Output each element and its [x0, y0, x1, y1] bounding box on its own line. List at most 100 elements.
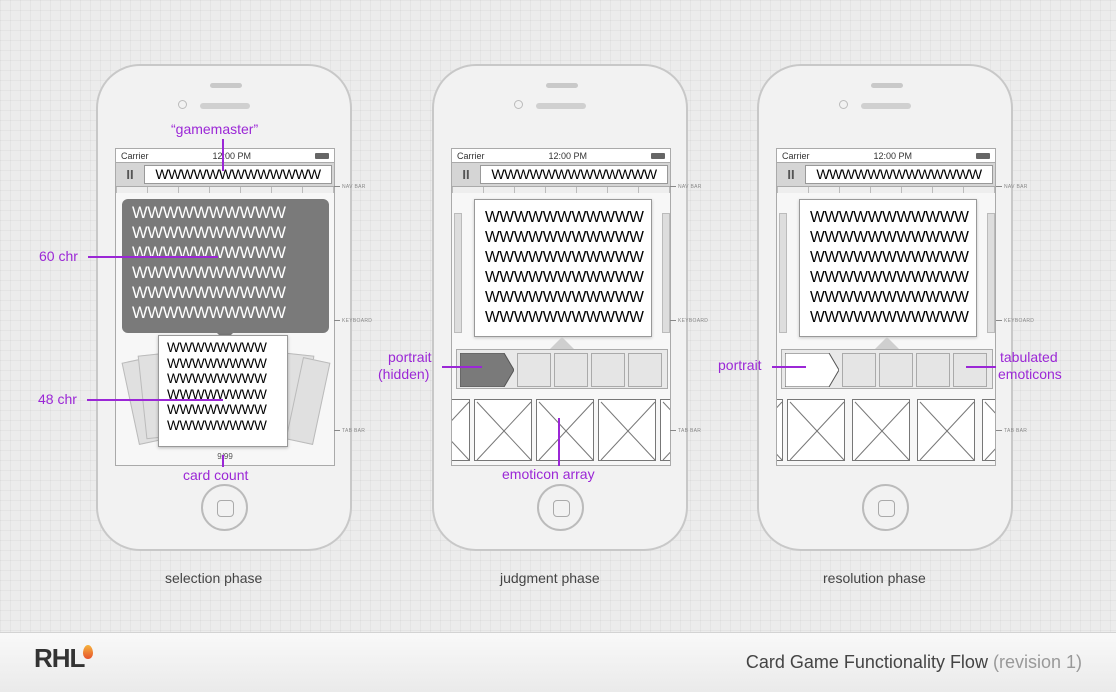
- home-button-icon[interactable]: [537, 484, 584, 531]
- time-label: 12:00 PM: [212, 150, 252, 161]
- pause-icon[interactable]: II: [462, 167, 470, 182]
- leader-line: [88, 256, 218, 258]
- emoticon-cell[interactable]: [787, 399, 845, 461]
- leader-line: [966, 366, 996, 368]
- judged-card[interactable]: WWWWWWWWWWW WWWWWWWWWWW WWWWWWWWWWW WWWW…: [474, 199, 652, 337]
- card-line: WWWWWWWWWW: [132, 284, 286, 302]
- card-line: WWWWWWWWWWW: [485, 289, 644, 306]
- annotation-tabulated-sub: emoticons: [998, 366, 1062, 382]
- card-line: WWWWWWWWWWW: [810, 269, 969, 286]
- screen-selection: Carrier 12:00 PM II WWWWWWWWWWWWW WWWWWW…: [115, 148, 335, 466]
- emoticon-cell[interactable]: [452, 399, 470, 461]
- flame-icon: [83, 645, 93, 659]
- earpiece: [861, 103, 911, 109]
- side-label-keyboard: KEYBOARD: [670, 318, 708, 324]
- earpiece: [200, 103, 250, 109]
- emoticon-cell[interactable]: [660, 399, 670, 461]
- footer-title: Card Game Functionality Flow (revision 1…: [746, 652, 1082, 673]
- status-bar: Carrier 12:00 PM: [777, 149, 995, 163]
- portrait-revealed[interactable]: [785, 353, 839, 387]
- time-label: 12:00 PM: [873, 150, 913, 161]
- card-line: WWWWWWWW: [167, 386, 267, 402]
- tabulated-emoticon: [879, 353, 913, 387]
- side-label-nav-bar: NAV BAR: [670, 184, 702, 190]
- card-pointer: [875, 337, 899, 349]
- scroll-rail: [662, 213, 670, 333]
- footer-bar: RHL Card Game Functionality Flow (revisi…: [0, 632, 1116, 692]
- leader-line: [772, 366, 806, 368]
- emoticon-slot[interactable]: [554, 353, 588, 387]
- pause-icon[interactable]: II: [787, 167, 795, 182]
- annotation-portrait-hidden-sub: (hidden): [378, 366, 430, 382]
- battery-icon: [975, 152, 990, 159]
- answer-card[interactable]: WWWWWWWW WWWWWWWW WWWWWWWW WWWWWWWW WWWW…: [158, 335, 288, 447]
- winning-card[interactable]: WWWWWWWWWWW WWWWWWWWWWW WWWWWWWWWWW WWWW…: [799, 199, 977, 337]
- card-line: WWWWWWWWWW: [132, 204, 286, 222]
- leader-line: [558, 418, 560, 466]
- annotation-portrait: portrait: [718, 357, 762, 373]
- annotation-portrait-hidden: portrait: [388, 349, 432, 365]
- status-bar: Carrier 12:00 PM: [452, 149, 670, 163]
- emoticon-slot[interactable]: [517, 353, 551, 387]
- card-line: WWWWWWWWWW: [132, 304, 286, 322]
- logo: RHL: [34, 643, 85, 673]
- speaker-grille: [210, 83, 242, 88]
- gamemaster-title: WWWWWWWWWWWWW: [480, 165, 668, 184]
- card-line: WWWWWWWWWW: [132, 264, 286, 282]
- card-line: WWWWWWWWWWW: [810, 309, 969, 326]
- screen-resolution: Carrier 12:00 PM II WWWWWWWWWWWWW WWWWWW…: [776, 148, 996, 466]
- card-line: WWWWWWWWWWW: [810, 229, 969, 246]
- emoticon-cell[interactable]: [474, 399, 532, 461]
- tabulated-emoticon: [953, 353, 987, 387]
- home-button-icon[interactable]: [862, 484, 909, 531]
- phone-judgment: Carrier 12:00 PM II WWWWWWWWWWWWW WWWWWW…: [432, 64, 688, 551]
- phone-selection: Carrier 12:00 PM II WWWWWWWWWWWWW WWWWWW…: [96, 64, 352, 551]
- card-line: WWWWWWWWWWW: [810, 289, 969, 306]
- gamemaster-title: WWWWWWWWWWWWW: [805, 165, 993, 184]
- card-line: WWWWWWWWWWW: [485, 209, 644, 226]
- speaker-grille: [871, 83, 903, 88]
- emoticon-cell[interactable]: [536, 399, 594, 461]
- side-label-tab-bar: TAB BAR: [334, 428, 365, 434]
- carrier-label: Carrier: [782, 150, 810, 161]
- earpiece: [536, 103, 586, 109]
- emoticon-cell[interactable]: [852, 399, 910, 461]
- annotation-60-chr: 60 chr: [39, 248, 78, 264]
- pause-icon[interactable]: II: [126, 167, 134, 182]
- caption-selection-phase: selection phase: [165, 570, 263, 586]
- emoticon-cell[interactable]: [982, 399, 995, 461]
- ruler: [452, 187, 670, 193]
- card-line: WWWWWWWW: [167, 402, 267, 417]
- home-button-icon[interactable]: [201, 484, 248, 531]
- carrier-label: Carrier: [121, 150, 149, 161]
- side-label-tab-bar: TAB BAR: [996, 428, 1027, 434]
- card-line: WWWWWWWW: [167, 355, 267, 371]
- leader-line: [87, 399, 223, 401]
- ruler: [116, 187, 334, 193]
- battery-icon: [650, 152, 665, 159]
- question-card: WWWWWWWWWW WWWWWWWWWW WWWWWWWWWW WWWWWWW…: [122, 199, 329, 341]
- card-pointer: [550, 337, 574, 349]
- card-line: WWWWWWWWWWW: [810, 209, 969, 226]
- card-line: WWWWWWWWWWW: [485, 309, 644, 326]
- scroll-rail: [454, 213, 462, 333]
- camera: [178, 100, 187, 109]
- carrier-label: Carrier: [457, 150, 485, 161]
- card-line: WWWWWWWW: [167, 371, 267, 386]
- portrait-hidden[interactable]: [460, 353, 514, 387]
- ruler: [777, 187, 995, 193]
- side-label-keyboard: KEYBOARD: [996, 318, 1034, 324]
- card-count-label: 9/99: [217, 452, 233, 461]
- phone-resolution: Carrier 12:00 PM II WWWWWWWWWWWWW WWWWWW…: [757, 64, 1013, 551]
- emoticon-slot[interactable]: [628, 353, 662, 387]
- emoticon-cell[interactable]: [917, 399, 975, 461]
- portrait-row: [781, 349, 993, 389]
- emoticon-cell[interactable]: [598, 399, 656, 461]
- emoticon-slot[interactable]: [591, 353, 625, 387]
- nav-bar: II WWWWWWWWWWWWW: [452, 163, 670, 187]
- scroll-rail: [987, 213, 995, 333]
- scroll-rail: [779, 213, 787, 333]
- emoticon-cell[interactable]: [777, 399, 783, 461]
- caption-judgment-phase: judgment phase: [500, 570, 600, 586]
- card-line: WWWWWWWWWWW: [485, 229, 644, 246]
